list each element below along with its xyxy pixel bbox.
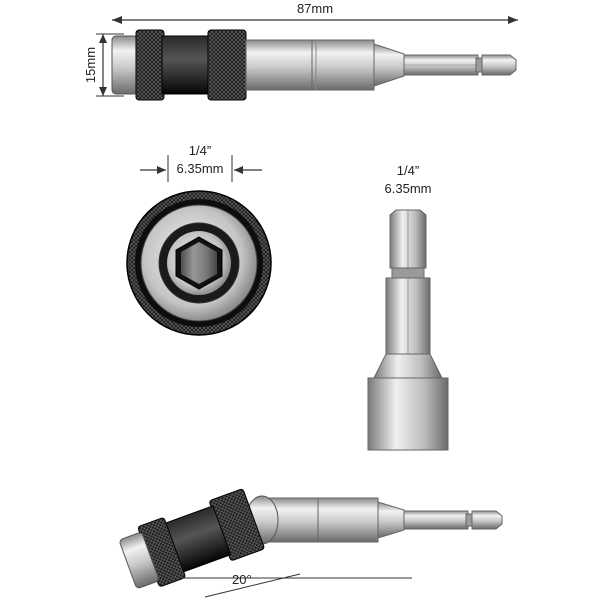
- shank-hex-fraction: 1/4”: [397, 163, 419, 178]
- metal-body: [245, 39, 317, 91]
- length-dimension: 87mm: [112, 1, 518, 24]
- swivel-shank-tip: [471, 510, 503, 530]
- side-view-adapter: [111, 29, 517, 101]
- shank-hex-metric: 6.35mm: [385, 181, 432, 196]
- vertical-shank-view: 1/4” 6.35mm: [367, 163, 449, 451]
- length-label: 87mm: [297, 1, 333, 16]
- vertical-taper: [373, 353, 443, 379]
- black-sleeve: [161, 35, 211, 95]
- metal-body-rear: [311, 39, 375, 91]
- shank-groove: [475, 57, 483, 73]
- swivel-hex-shank: [403, 510, 469, 530]
- knurled-collar-front: [135, 29, 165, 101]
- vertical-groove: [391, 267, 425, 279]
- swivel-view: [119, 488, 503, 589]
- end-hex-metric: 6.35mm: [177, 161, 224, 176]
- diameter-dimension: 15mm: [83, 33, 124, 97]
- knurled-collar-rear: [207, 29, 247, 101]
- swivel-angle-indicator: 20°: [180, 572, 412, 598]
- end-hex-fraction: 1/4”: [189, 143, 211, 158]
- front-cap: [111, 35, 139, 95]
- vertical-body: [367, 377, 449, 451]
- end-view: [126, 190, 272, 336]
- swivel-body-rear: [317, 497, 379, 543]
- end-hex-dimension: 1/4” 6.35mm: [140, 143, 262, 182]
- shank-tip: [481, 54, 517, 76]
- diameter-label: 15mm: [83, 47, 98, 83]
- swivel-angle-label: 20°: [232, 572, 252, 587]
- body-taper: [373, 43, 405, 87]
- swivel-taper: [377, 501, 405, 539]
- swivel-front-cap: [119, 532, 159, 589]
